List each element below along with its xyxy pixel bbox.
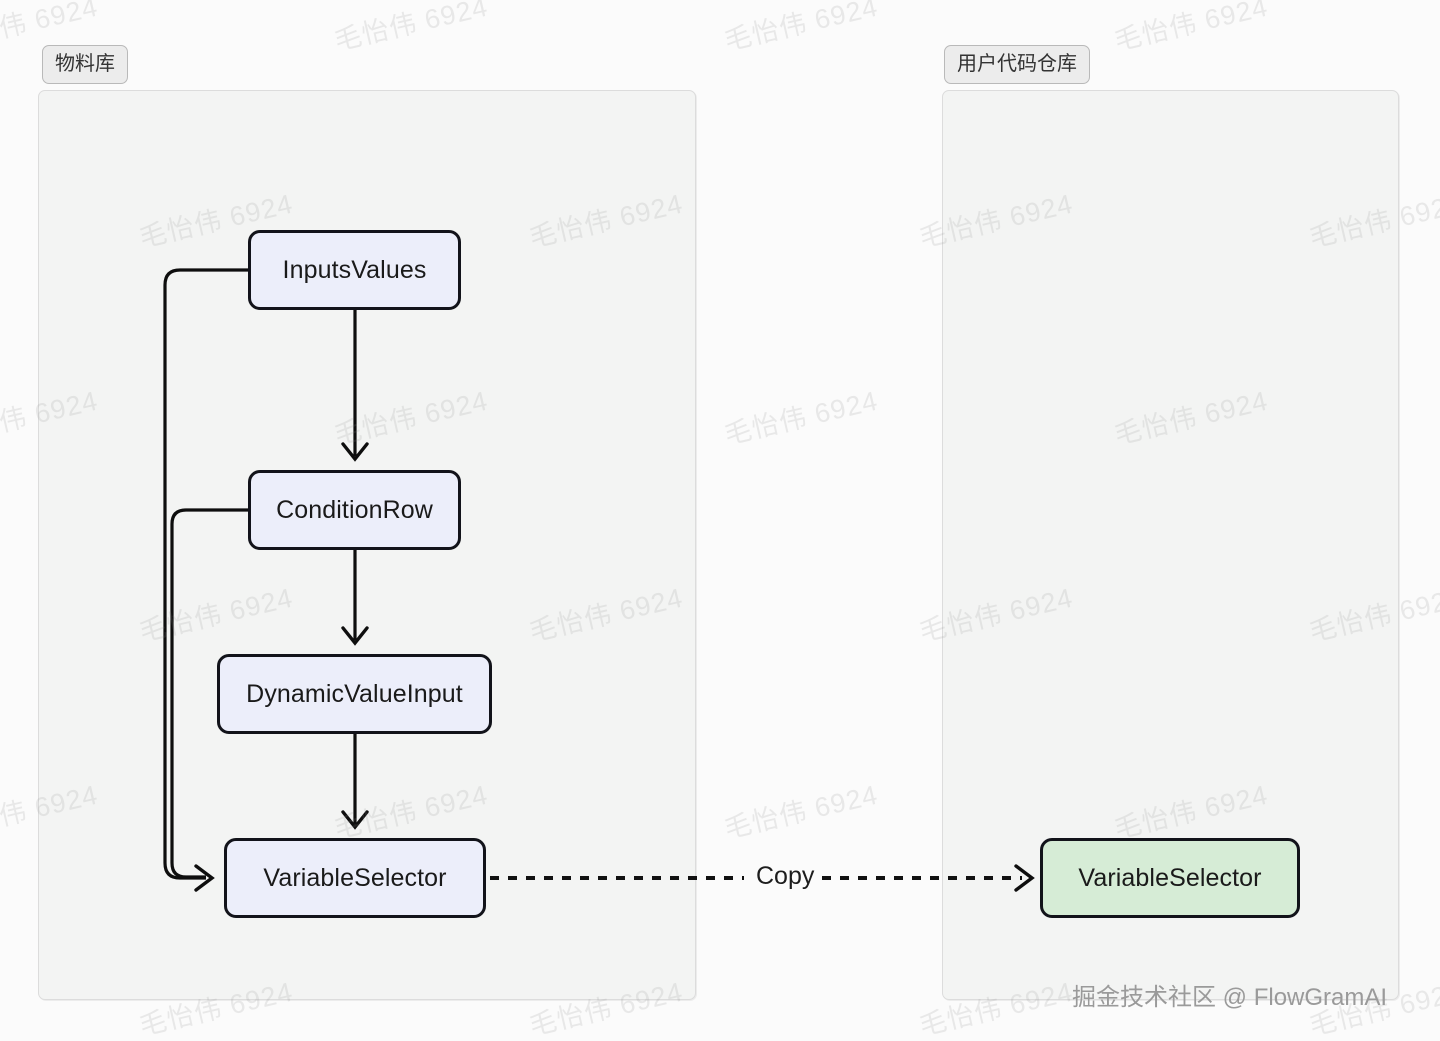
footer-credit: 掘金技术社区 @ FlowGramAI	[1072, 984, 1388, 1011]
node-inputsvalues[interactable]: InputsValues	[248, 230, 461, 310]
subgraph-title-user-code-repository: 用户代码仓库	[944, 45, 1090, 84]
node-variableselector-copy[interactable]: VariableSelector	[1040, 838, 1300, 918]
node-conditionrow-label: ConditionRow	[276, 495, 433, 524]
node-variableselector-label: VariableSelector	[263, 863, 447, 892]
watermark-text: 毛怡伟 6924	[1111, 0, 1271, 57]
watermark-text: 毛怡伟 6924	[721, 0, 881, 57]
node-variableselector[interactable]: VariableSelector	[224, 838, 486, 918]
node-variableselector-copy-label: VariableSelector	[1078, 863, 1262, 892]
node-conditionrow[interactable]: ConditionRow	[248, 470, 461, 550]
node-dynamicvalueinput-label: DynamicValueInput	[246, 679, 463, 708]
node-dynamicvalueinput[interactable]: DynamicValueInput	[217, 654, 492, 734]
watermark-text: 毛怡伟 6924	[721, 385, 881, 451]
watermark-text: 毛怡伟 6924	[331, 0, 491, 57]
node-inputsvalues-label: InputsValues	[282, 255, 427, 284]
watermark-text: 毛怡伟 6924	[721, 779, 881, 845]
subgraph-title-material-library: 物料库	[42, 45, 128, 84]
edge-label-copy: Copy	[748, 862, 823, 891]
